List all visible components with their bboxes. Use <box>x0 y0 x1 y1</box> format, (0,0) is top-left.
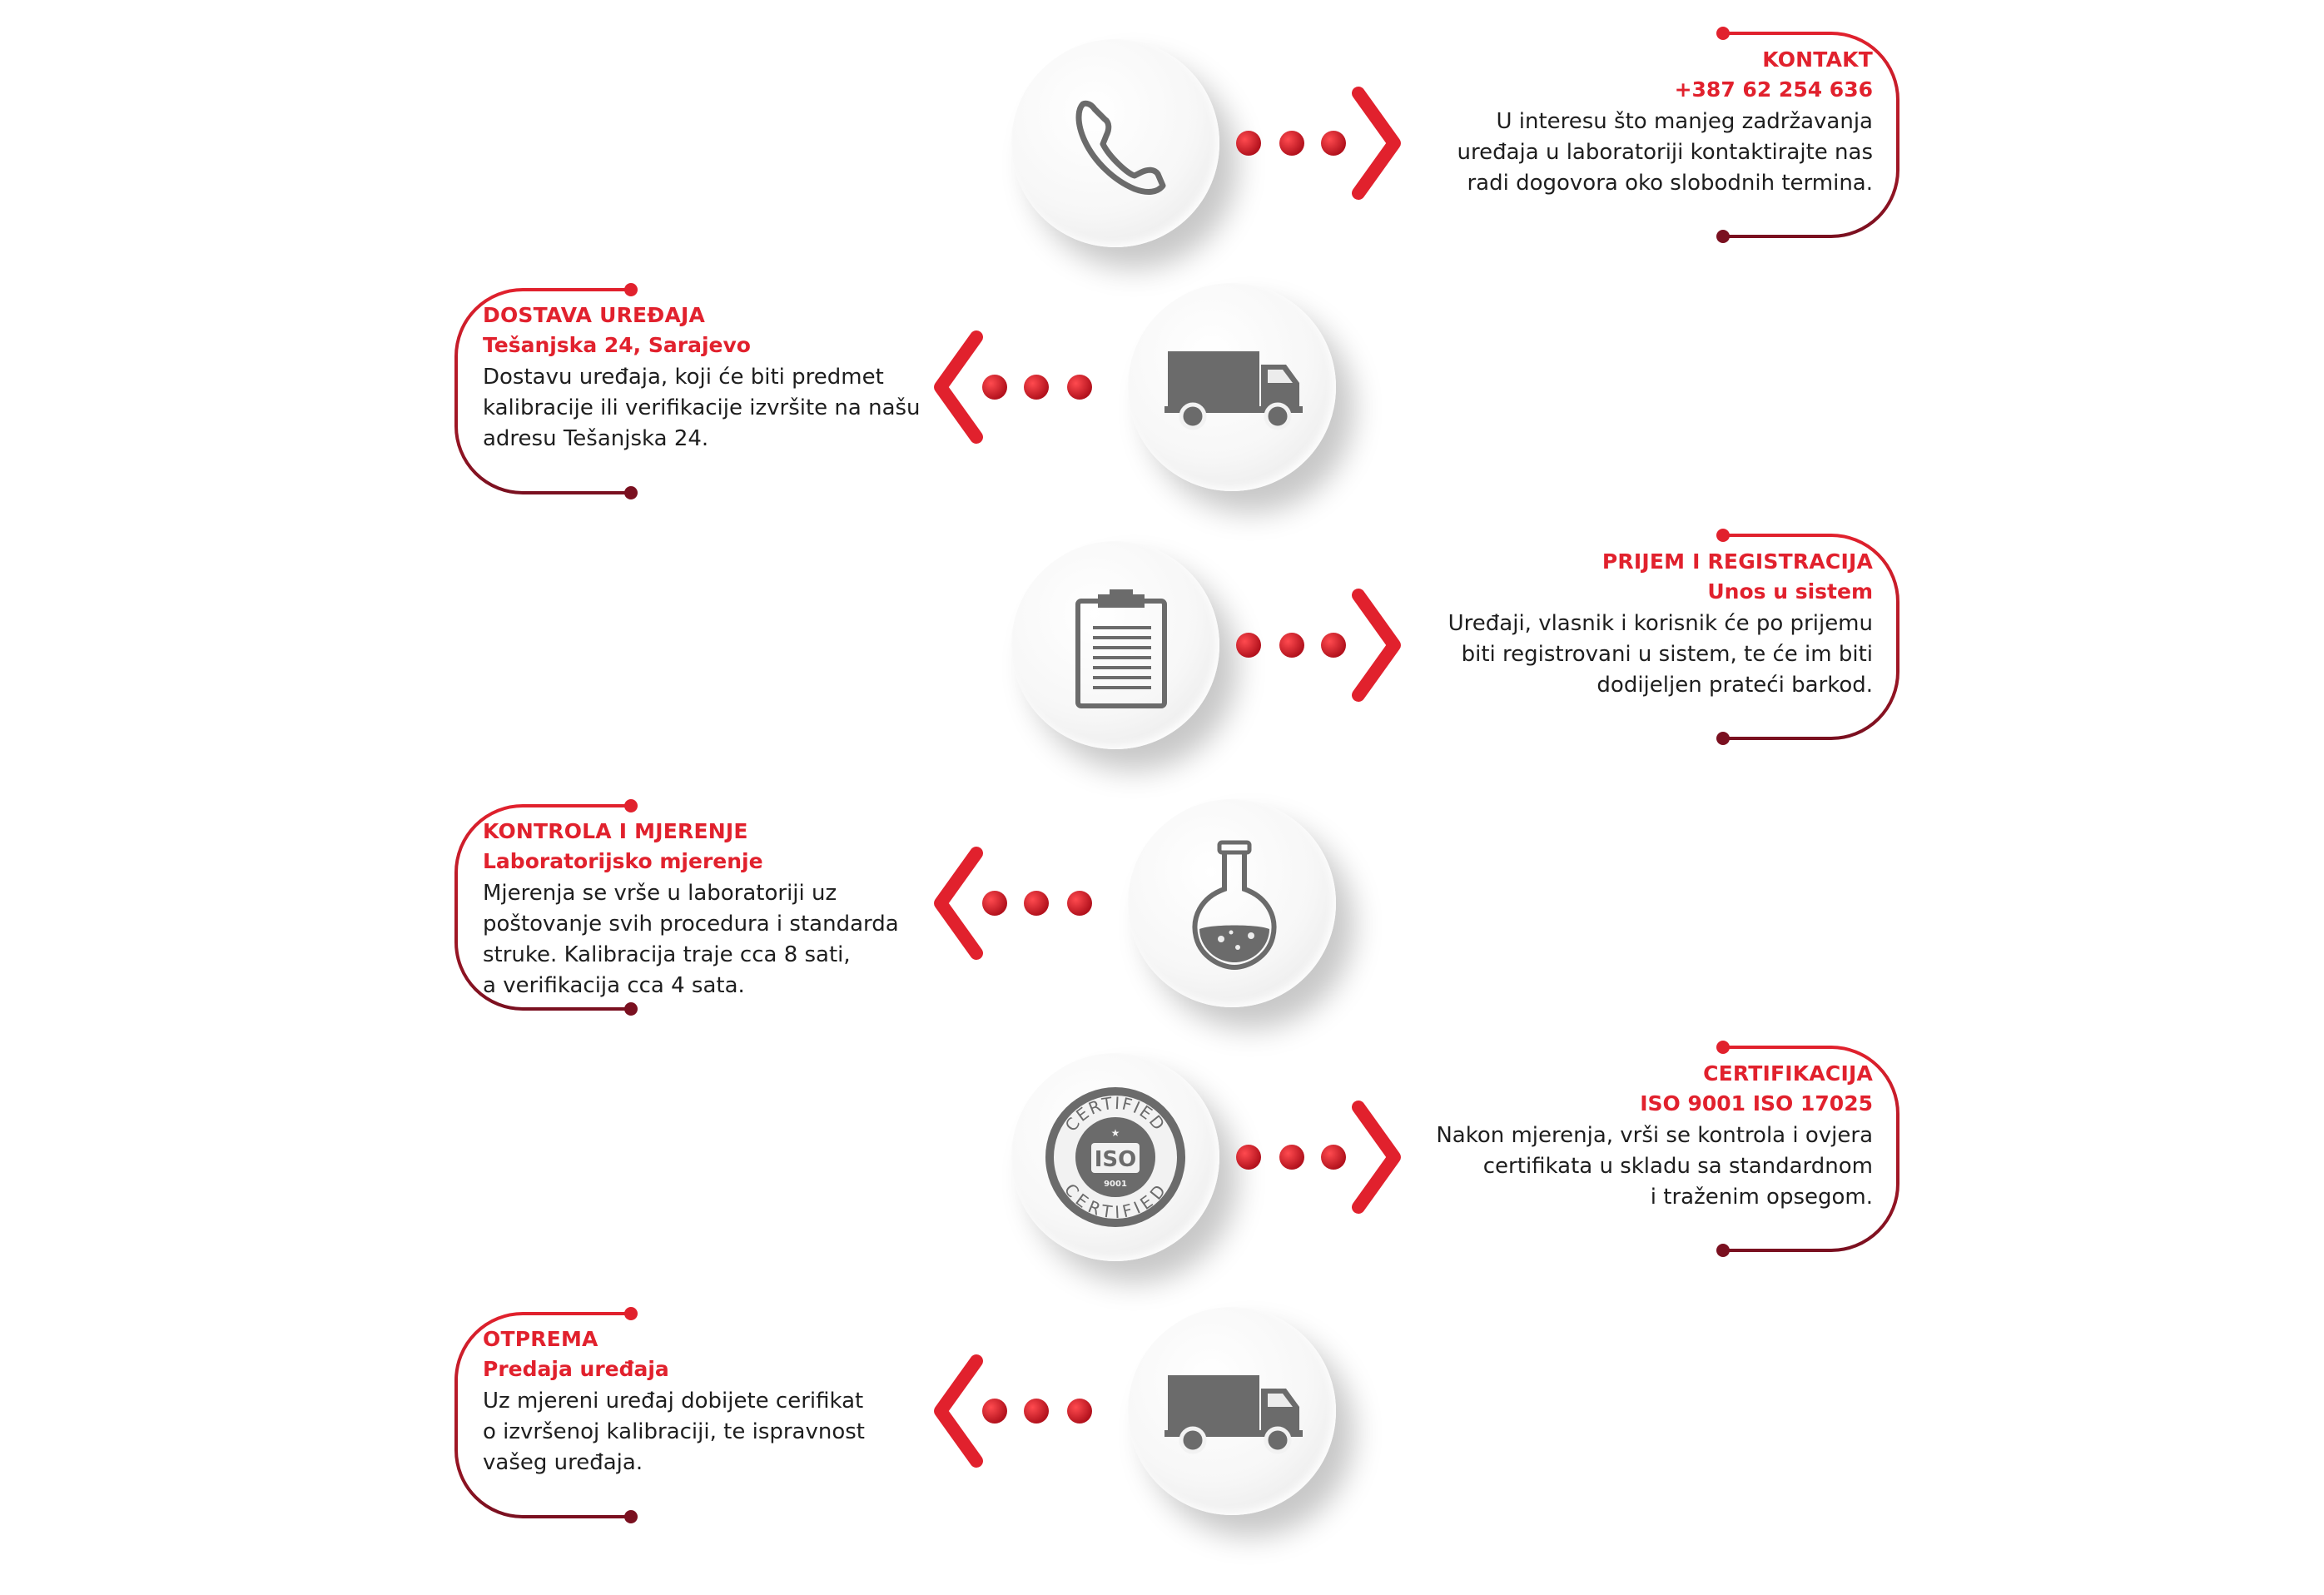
description-line: Mjerenja se vrše u laboratoriji uz <box>483 881 837 906</box>
arrow-dot <box>1067 1399 1092 1424</box>
step-title: DOSTAVA UREĐAJA <box>483 303 706 327</box>
chevron-left-icon <box>934 847 983 960</box>
svg-text:9001: 9001 <box>1104 1180 1127 1189</box>
clipboard-icon <box>1011 541 1219 749</box>
chevron-right-icon <box>1352 589 1401 702</box>
phone-icon <box>1011 39 1219 247</box>
description-line: a verifikacija cca 4 sata. <box>483 973 745 998</box>
description-line: uređaja u laboratoriji kontaktirajte nas <box>1457 140 1873 165</box>
step-description: Dostavu uređaja, koji će biti predmet kal… <box>483 362 949 455</box>
chevron-right-icon <box>1352 1101 1401 1214</box>
bracket-line <box>439 1307 639 1523</box>
description-line: poštovanje svih procedura i standarda <box>483 912 899 937</box>
step-title: OTPREMA <box>483 1327 598 1351</box>
arrow-dot <box>1236 633 1261 658</box>
arrow-dot <box>1024 891 1049 916</box>
bracket-line <box>1715 529 1914 745</box>
step-subtitle: +387 62 254 636 <box>1674 77 1873 102</box>
description-line: kalibracije ili verifikacije izvršite na… <box>483 395 921 420</box>
description-line: Nakon mjerenja, vrši se kontrola i ovjer… <box>1436 1123 1873 1148</box>
arrow-dot <box>1236 1145 1261 1170</box>
arrow-dot <box>982 891 1007 916</box>
step-title: KONTROLA I MJERENJE <box>483 819 748 843</box>
description-line: i traženim opsegom. <box>1650 1185 1873 1210</box>
description-line: Uređaji, vlasnik i korisnik će po prijem… <box>1448 611 1873 636</box>
description-line: dodijeljen prateći barkod. <box>1597 673 1873 698</box>
step-subtitle: Laboratorijsko mjerenje <box>483 849 763 873</box>
step-subtitle: Unos u sistem <box>1707 579 1873 604</box>
step-text: KONTAKT +387 62 254 636 U interesu što man… <box>1332 45 1873 199</box>
svg-text:★: ★ <box>1111 1127 1120 1139</box>
step-title: PRIJEM I REGISTRACIJA <box>1601 549 1873 574</box>
step-subtitle: ISO 9001 ISO 17025 <box>1640 1091 1873 1116</box>
chevron-left-icon <box>934 1354 983 1468</box>
description-line: U interesu što manjeg zadržavanja <box>1496 109 1873 134</box>
bracket-line <box>439 799 639 1016</box>
arrow-dot <box>1067 891 1092 916</box>
description-line: radi dogovora oko slobodnih termina. <box>1467 171 1873 196</box>
step-description: Uz mjereni uređaj dobijete cerifikat o iz… <box>483 1386 949 1478</box>
arrow-dot <box>1024 1399 1049 1424</box>
arrow-dot <box>1279 1145 1304 1170</box>
description-line: o izvršenoj kalibraciji, te ispravnost <box>483 1419 865 1444</box>
bracket-line <box>439 283 639 499</box>
svg-text:ISO: ISO <box>1095 1147 1137 1172</box>
chevron-right-icon <box>1352 87 1401 200</box>
bracket-line <box>1715 1041 1914 1257</box>
chevron-left-icon <box>934 330 983 444</box>
step-description: Mjerenja se vrše u laboratoriji uz poštov… <box>483 878 949 1001</box>
arrow-dot <box>1321 1145 1346 1170</box>
step-description: Nakon mjerenja, vrši se kontrola i ovjer… <box>1332 1120 1873 1213</box>
step-text: KONTROLA I MJERENJE Laboratorijsko mjeren… <box>483 817 949 1001</box>
arrow-dot <box>1279 131 1304 156</box>
description-line: biti registrovani u sistem, te će im bit… <box>1461 642 1873 667</box>
arrow-right <box>1215 1099 1407 1215</box>
arrow-left <box>928 845 1120 961</box>
arrow-left <box>928 329 1120 445</box>
description-line: certifikata u skladu sa standardnom <box>1482 1154 1873 1179</box>
arrow-dot <box>1321 633 1346 658</box>
step-title: CERTIFIKACIJA <box>1703 1061 1873 1086</box>
bracket-line <box>1715 27 1914 243</box>
description-line: Uz mjereni uređaj dobijete cerifikat <box>483 1389 864 1414</box>
description-line: struke. Kalibracija traje cca 8 sati, <box>483 942 851 967</box>
arrow-dot <box>1067 375 1092 400</box>
arrow-dot <box>1321 131 1346 156</box>
step-title: KONTAKT <box>1762 47 1873 72</box>
arrow-dot <box>1024 375 1049 400</box>
truck-icon <box>1128 1307 1336 1515</box>
arrow-dot <box>1279 633 1304 658</box>
arrow-left <box>928 1353 1120 1469</box>
arrow-right <box>1215 587 1407 703</box>
step-text: OTPREMA Predaja uređaja Uz mjereni uređaj … <box>483 1324 949 1478</box>
arrow-right <box>1215 85 1407 201</box>
description-line: adresu Tešanjska 24. <box>483 426 709 451</box>
step-subtitle: Tešanjska 24, Sarajevo <box>483 333 751 357</box>
arrow-dot <box>982 375 1007 400</box>
flask-icon <box>1128 799 1336 1007</box>
description-line: Dostavu uređaja, koji će biti predmet <box>483 365 884 390</box>
arrow-dot <box>1236 131 1261 156</box>
step-subtitle: Predaja uređaja <box>483 1357 669 1381</box>
iso-certified-icon: CERTIFIED CERTIFIED ISO 9001 ★ <box>1011 1053 1219 1261</box>
truck-icon <box>1128 283 1336 491</box>
description-line: vašeg uređaja. <box>483 1450 643 1475</box>
step-description: U interesu što manjeg zadržavanja uređaja… <box>1332 107 1873 199</box>
arrow-dot <box>982 1399 1007 1424</box>
step-description: Uređaji, vlasnik i korisnik će po prijem… <box>1332 609 1873 701</box>
